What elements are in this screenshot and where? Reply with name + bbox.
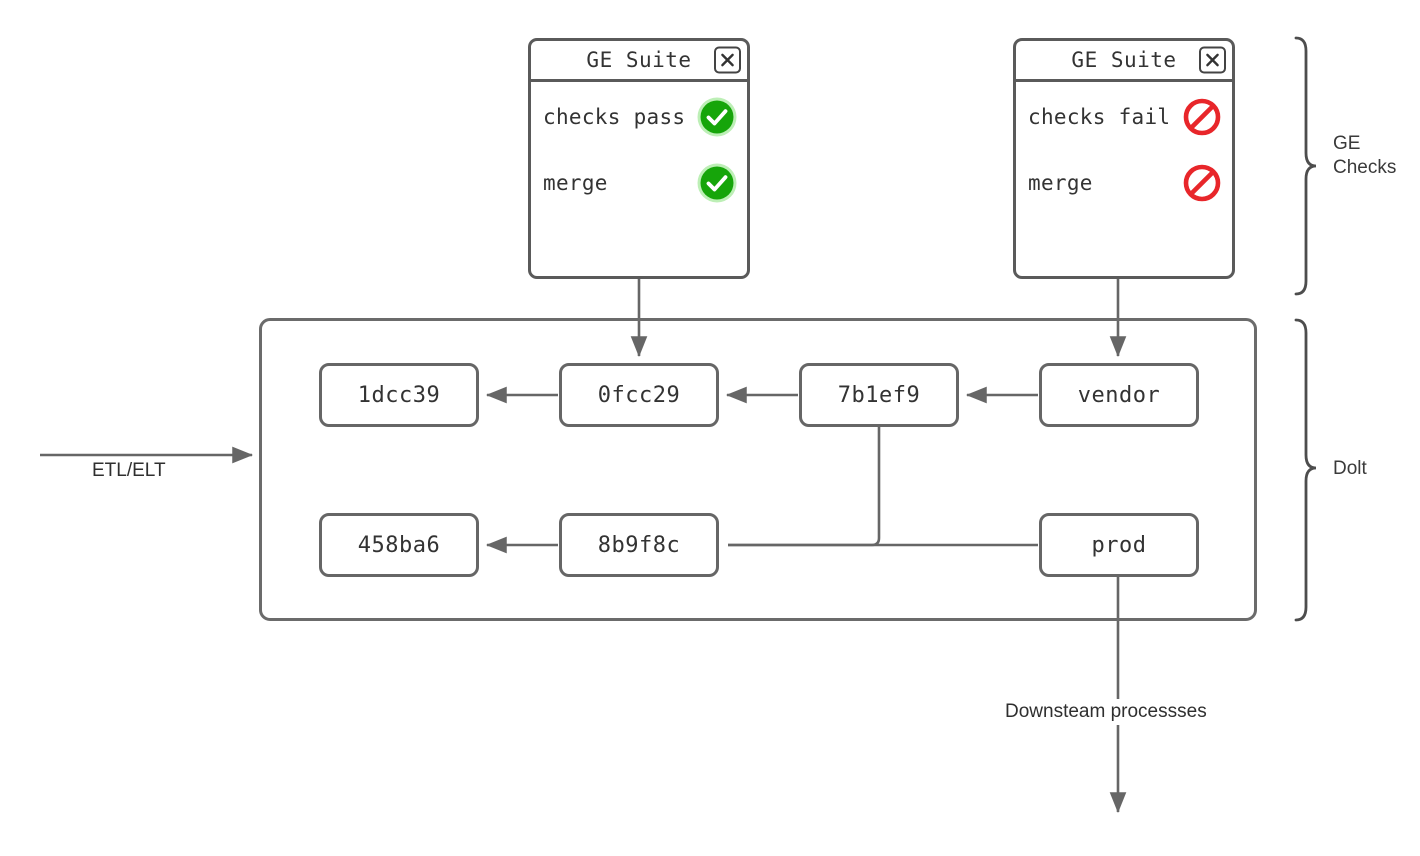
close-icon[interactable] [1199,46,1226,74]
ge-suite-fail-titlebar: GE Suite [1016,41,1232,82]
brace-ge-checks-label: GE Checks [1333,132,1396,181]
close-icon[interactable] [714,46,741,74]
edge-7b1ef9-down-elbow [728,427,881,547]
ge-row-label: checks pass [543,105,686,129]
ge-suite-pass-title: GE Suite [586,48,692,72]
ge-row-label: merge [1028,171,1093,195]
dolt-container [259,318,1257,621]
brace-ge-checks-shape [1294,36,1317,296]
no-entry-icon [1181,162,1223,204]
brace-dolt-shape [1294,318,1317,622]
ge-suite-pass-titlebar: GE Suite [531,41,747,82]
node-label: 7b1ef9 [837,382,921,408]
ge-row-checks-fail: checks fail [1028,94,1223,140]
node-0fcc29[interactable]: 0fcc29 [559,363,719,427]
ge-row-label: checks fail [1028,105,1171,129]
node-458ba6[interactable]: 458ba6 [319,513,479,577]
no-entry-icon [1181,96,1223,138]
downstream-label: Downsteam processses [1001,699,1211,725]
check-circle-icon [696,162,738,204]
node-7b1ef9[interactable]: 7b1ef9 [799,363,959,427]
node-label: 458ba6 [357,532,441,558]
brace-dolt-label: Dolt [1333,457,1367,481]
check-circle-icon [696,96,738,138]
node-vendor[interactable]: vendor [1039,363,1199,427]
node-label: vendor [1077,382,1161,408]
ge-suite-pass-panel[interactable]: GE Suite checks pass merge [528,38,750,279]
ge-suite-fail-panel[interactable]: GE Suite checks fail merge [1013,38,1235,279]
node-prod[interactable]: prod [1039,513,1199,577]
node-label: 1dcc39 [357,382,441,408]
ge-row-merge-fail: merge [1028,160,1223,206]
node-1dcc39[interactable]: 1dcc39 [319,363,479,427]
node-label: 0fcc29 [597,382,681,408]
node-label: prod [1091,532,1147,558]
brace-ge-checks-line1: GE [1333,133,1361,154]
etl-label: ETL/ELT [92,460,166,481]
brace-dolt-line1: Dolt [1333,458,1367,479]
node-label: 8b9f8c [597,532,681,558]
ge-row-merge-pass: merge [543,160,738,206]
ge-row-label: merge [543,171,608,195]
brace-ge-checks-line2: Checks [1333,157,1397,179]
node-8b9f8c[interactable]: 8b9f8c [559,513,719,577]
ge-suite-fail-title: GE Suite [1071,48,1177,72]
ge-row-checks-pass: checks pass [543,94,738,140]
